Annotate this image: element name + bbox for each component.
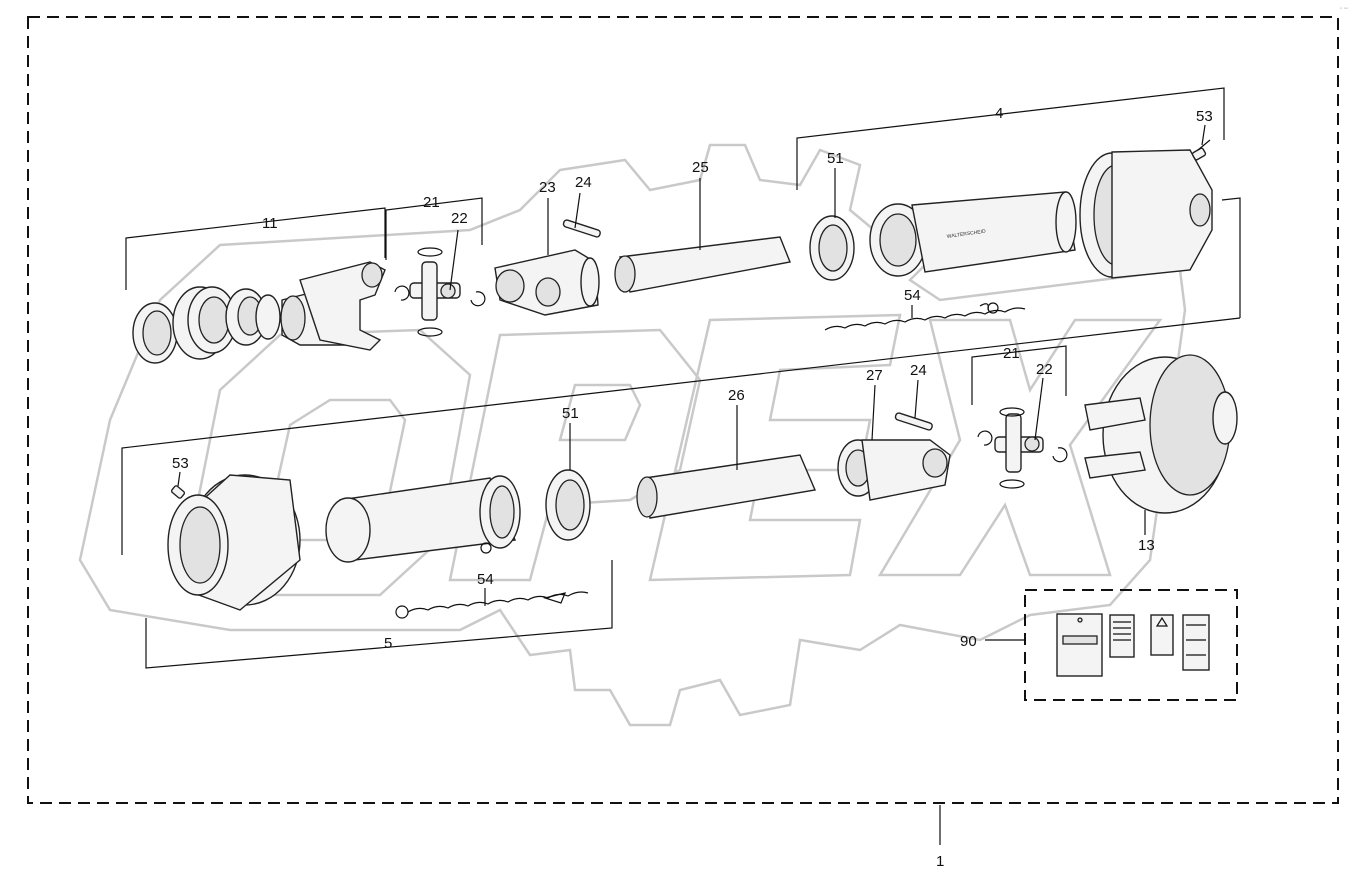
- label-53-top: 53: [1196, 108, 1213, 125]
- chain-bottom: [395, 591, 589, 619]
- label-5: 5: [384, 635, 392, 652]
- leader-53-bottom: [177, 471, 181, 487]
- guard-tube-bottom: [325, 475, 521, 563]
- outer-yoke: [837, 439, 951, 501]
- cross-journal-bottom: [977, 407, 1068, 489]
- label-25: 25: [692, 159, 709, 176]
- label-53-bottom: 53: [172, 455, 189, 472]
- leader-24-top: [574, 192, 581, 229]
- label-51-top: 51: [827, 150, 844, 167]
- group-bracket-4: [796, 87, 1225, 190]
- label-51-bottom: 51: [562, 405, 579, 422]
- leader-27: [871, 384, 876, 441]
- label-13: 13: [1138, 537, 1155, 554]
- seal-ring-set: [132, 286, 281, 364]
- label-90: 90: [960, 633, 977, 650]
- guard-cone-top: WALTERSCHEID: [869, 191, 1077, 277]
- leader-53-top: [1201, 124, 1206, 146]
- chain-top: [824, 302, 1026, 331]
- group-bracket-5-bottom: [145, 560, 613, 669]
- label-54-bottom: 54: [477, 571, 494, 588]
- label-24-bottom: 24: [910, 362, 927, 379]
- friction-clutch: [1084, 354, 1238, 514]
- label-24-top: 24: [575, 174, 592, 191]
- assembly-frame: [27, 16, 1339, 804]
- screw-top: [1191, 139, 1211, 161]
- bellows-top: [1079, 149, 1213, 279]
- bearing-ring-bottom: [545, 469, 591, 541]
- label-26: 26: [728, 387, 745, 404]
- pin-top: [562, 219, 601, 238]
- profile-tube-bottom: [636, 454, 816, 519]
- tractor-yoke: [280, 261, 386, 351]
- screw-bottom: [170, 485, 186, 499]
- corner-marker: ◦ ◦◦: [1340, 6, 1348, 12]
- label-21-top: 21: [423, 194, 440, 211]
- cross-journal-top: [394, 247, 486, 337]
- inner-yoke: [494, 249, 600, 316]
- group-bracket-21-bottom: [971, 345, 1067, 405]
- pin-bottom: [894, 412, 933, 431]
- label-54-top: 54: [904, 287, 921, 304]
- label-22-top: 22: [451, 210, 468, 227]
- leader-24-bottom: [914, 379, 919, 419]
- label-11: 11: [262, 215, 278, 232]
- label-22-bottom: 22: [1036, 361, 1053, 378]
- brand-label-top: WALTERSCHEID: [946, 229, 986, 240]
- group-bracket-21-top: [385, 197, 483, 260]
- label-27: 27: [866, 367, 883, 384]
- opex-watermark-logo: [78, 143, 1187, 727]
- bearing-ring-top: [809, 215, 855, 281]
- group-bracket-5: [121, 317, 1241, 555]
- label-21-bottom: 21: [1003, 345, 1020, 362]
- group-bracket-top-row: [1221, 197, 1241, 318]
- label-1: 1: [936, 853, 944, 870]
- decal-set-box: [985, 589, 1238, 701]
- bellows-bottom: [167, 474, 301, 611]
- label-23: 23: [539, 179, 556, 196]
- leader-22-top: [449, 229, 459, 291]
- leader-22-bottom: [1034, 377, 1044, 441]
- profile-tube-top: [614, 236, 791, 293]
- label-4: 4: [995, 105, 1003, 122]
- group-bracket-11: [125, 207, 386, 290]
